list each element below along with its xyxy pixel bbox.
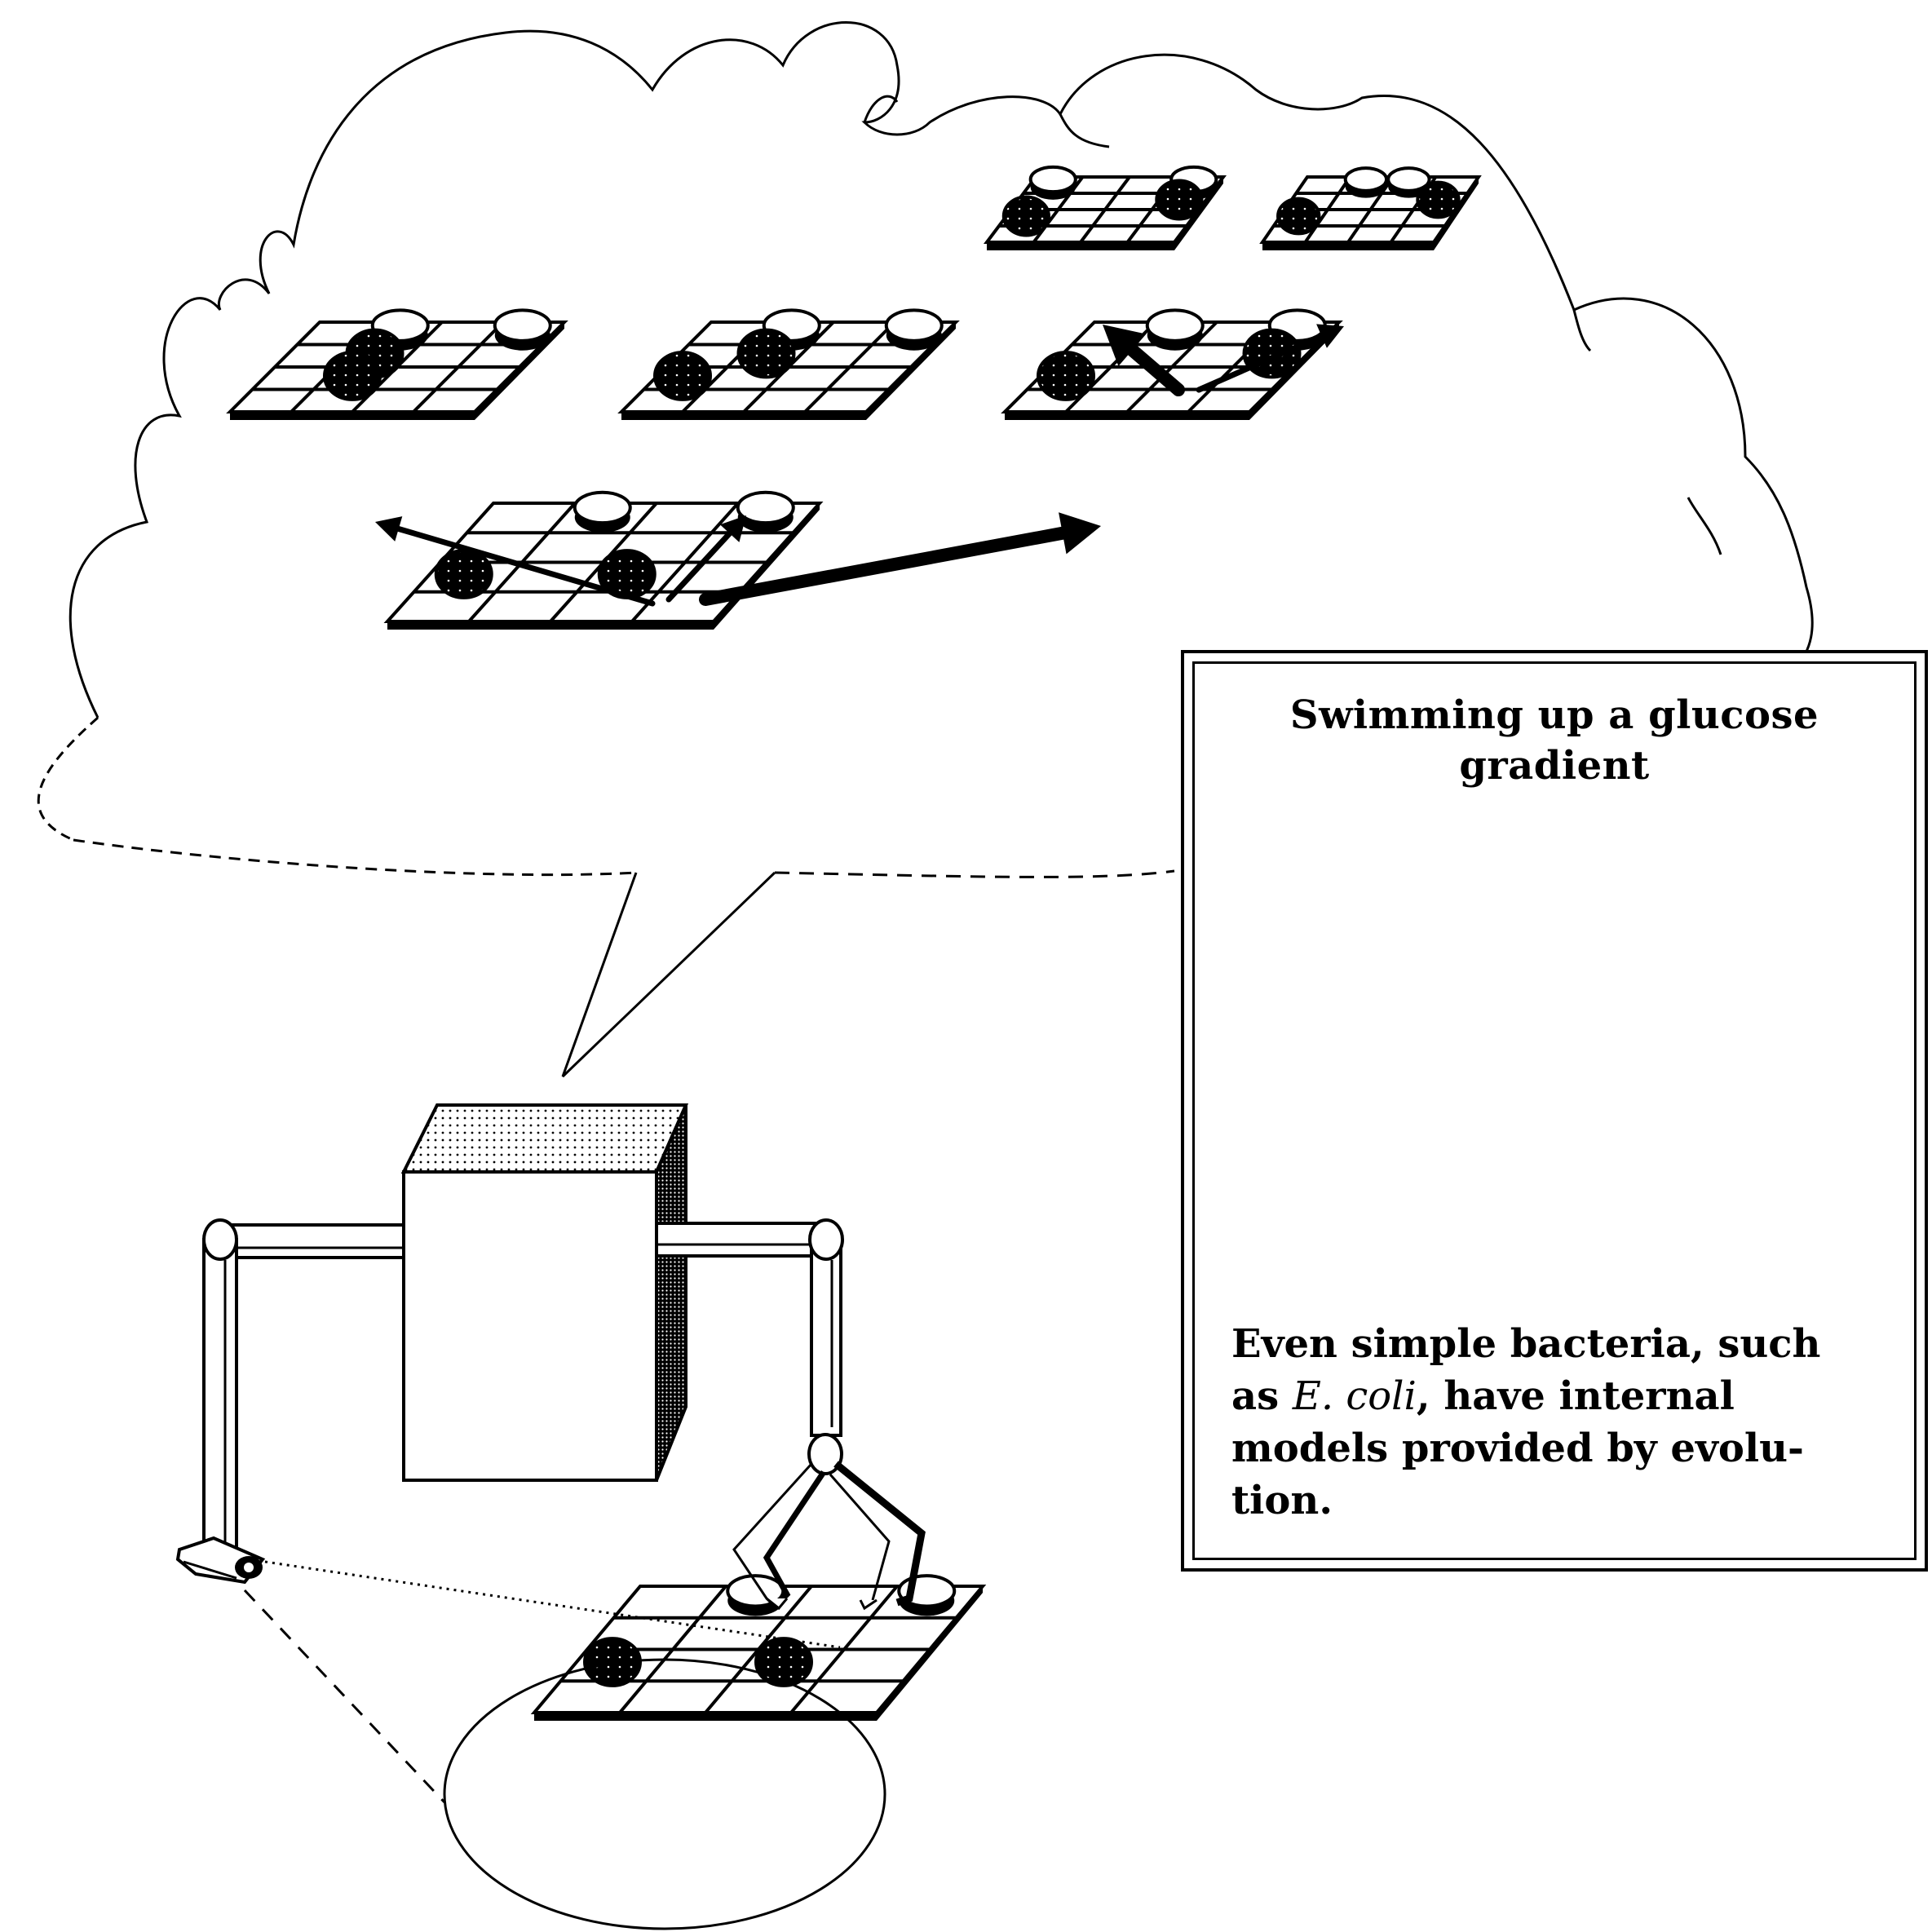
caption-title-line2: gradient (1459, 743, 1650, 789)
dark-piece (736, 328, 796, 379)
white-piece (884, 308, 944, 351)
board-grid-line (1303, 175, 1352, 244)
board-edge (534, 1713, 877, 1721)
camera-icon (175, 1536, 266, 1585)
boards-layer (226, 165, 1482, 1721)
white-piece (1145, 308, 1205, 351)
white-piece-top (736, 490, 795, 525)
board-grid-line (618, 1585, 727, 1714)
arrow-thought-child-right-to-thought-grandchild-right (1196, 324, 1344, 393)
arrow-head (1103, 325, 1147, 367)
arrow-shaft (1196, 333, 1325, 393)
species-name: E. coli (1292, 1373, 1417, 1419)
white-piece (1343, 166, 1389, 198)
arrows-layer (375, 324, 1344, 607)
dark-piece (1155, 179, 1204, 221)
caption-body-line2-post: , have internal (1416, 1373, 1735, 1419)
board-edge (387, 621, 714, 630)
white-piece (736, 490, 795, 533)
caption-title-line1: Swimming up a glucose (1289, 692, 1819, 738)
dark-piece (434, 549, 493, 599)
dark-piece (583, 1637, 642, 1687)
dark-piece (754, 1637, 813, 1687)
white-piece-top (1343, 166, 1389, 192)
caption-body-line4: tion. (1231, 1478, 1333, 1523)
white-piece-top (573, 490, 632, 525)
board-thought-child-middle (617, 308, 960, 420)
arrow-thought-child-right-to-thought-grandchild-left (1103, 325, 1185, 396)
board-edge (1005, 412, 1249, 420)
board-thought-root (383, 490, 824, 630)
white-piece (493, 308, 552, 351)
arrow-head (375, 516, 403, 542)
white-piece (1028, 165, 1077, 200)
dark-piece (1037, 351, 1095, 401)
white-piece-top (1386, 166, 1431, 192)
board-thought-grandchild-right (1259, 166, 1482, 250)
caption-title: Swimming up a glucose gradient (1184, 690, 1925, 791)
board-grid-line (412, 321, 505, 413)
arrow-thought-root-to-thought-child-middle (665, 515, 746, 603)
camera-view-lines (243, 1560, 841, 1804)
white-piece-top (884, 308, 944, 343)
board-edge (987, 242, 1174, 250)
board-real-board (530, 1574, 987, 1721)
caption-body-line1: Even simple bacteria, such (1231, 1321, 1821, 1367)
board-grid-line (803, 321, 896, 413)
arrow-head (1316, 324, 1344, 348)
board-edge (1262, 242, 1434, 250)
camera-view-ellipse (443, 1658, 886, 1930)
white-piece-top (1028, 165, 1077, 194)
arrow-shaft (1125, 343, 1185, 396)
caption-inner-frame (1192, 661, 1917, 1560)
arrow-shaft (665, 530, 733, 603)
arrow-head (1059, 512, 1101, 555)
board-thought-child-right (1001, 308, 1343, 420)
robot-arm-left (202, 1218, 405, 1567)
arrow-shaft (699, 526, 1069, 606)
dark-piece (323, 351, 382, 401)
board-edge (621, 412, 866, 420)
board-edge (230, 412, 475, 420)
dark-piece (653, 351, 712, 401)
board-thought-child-left (226, 308, 568, 420)
caption-body: Even simple bacteria, such as E. coli, h… (1231, 1318, 1900, 1527)
dark-piece (1001, 195, 1050, 237)
robot-body (400, 1103, 689, 1482)
arrow-head (719, 515, 746, 542)
arrow-thought-root-to-thought-child-right (699, 512, 1101, 606)
gripper-icon (732, 1433, 926, 1611)
robot-arm-right (655, 1218, 844, 1437)
caption-body-line3: models provided by evolu- (1231, 1426, 1804, 1471)
caption-box: Swimming up a glucose gradient Even simp… (1181, 650, 1928, 1572)
dark-piece (1276, 197, 1321, 236)
white-piece-top (493, 308, 552, 343)
robot-icon (175, 1103, 926, 1611)
arrow-shaft (396, 525, 656, 607)
board-thought-grandchild-left (984, 165, 1227, 250)
caption-body-line2-pre: as (1231, 1373, 1293, 1419)
arrow-thought-root-to-thought-child-left (375, 516, 656, 607)
white-piece-top (1145, 308, 1205, 343)
thought-cloud-icon (37, 21, 1814, 1078)
dark-piece (1242, 328, 1302, 379)
board-grid-line (1079, 175, 1131, 244)
caption-body-line2: as E. coli, have internal (1231, 1370, 1900, 1422)
dark-piece (1416, 180, 1461, 219)
white-piece (573, 490, 632, 533)
